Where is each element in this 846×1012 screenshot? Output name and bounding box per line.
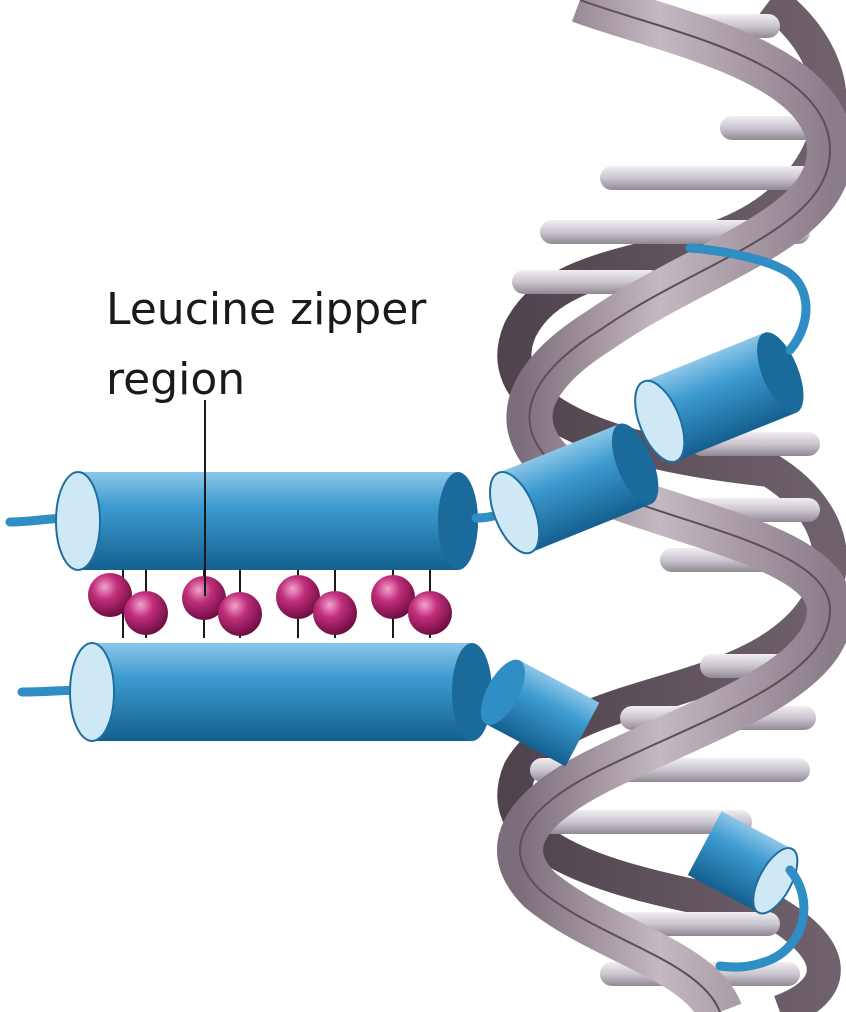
lower-zipper-helix-cap <box>69 642 115 742</box>
base-pair-rung <box>512 810 752 834</box>
base-pair-rung <box>600 166 820 190</box>
leucine-residue <box>182 576 226 620</box>
upper-zipper-helix <box>78 472 458 570</box>
dna-double-helix <box>497 0 846 1012</box>
base-pair-rung <box>720 116 820 140</box>
label-leucine-zipper: Leucine zipper <box>106 284 427 335</box>
upper-zipper-helix-end <box>438 472 478 570</box>
lower-basic-helix-1 <box>480 659 600 767</box>
leucine-residue <box>313 591 357 635</box>
lower-basic-helix-2 <box>687 811 799 915</box>
label-region: region <box>106 354 246 405</box>
upper-protein-monomer <box>5 243 811 571</box>
lower-protein-monomer <box>17 642 809 972</box>
leucine-residues <box>88 570 452 638</box>
leucine-residue <box>124 591 168 635</box>
dna-front-strand-edge <box>519 0 832 1012</box>
upper-zipper-helix-cap <box>55 471 101 571</box>
leucine-residue <box>218 592 262 636</box>
upper-basic-helix-1 <box>489 423 659 555</box>
leucine-residue <box>276 575 320 619</box>
lower-c-terminus-tail <box>715 865 809 972</box>
leucine-residue <box>408 591 452 635</box>
leucine-residue <box>371 575 415 619</box>
upper-basic-helix-2 <box>634 332 804 463</box>
lower-zipper-helix <box>92 643 472 741</box>
upper-c-terminus-tail <box>685 243 811 355</box>
leucine-residue <box>88 573 132 617</box>
